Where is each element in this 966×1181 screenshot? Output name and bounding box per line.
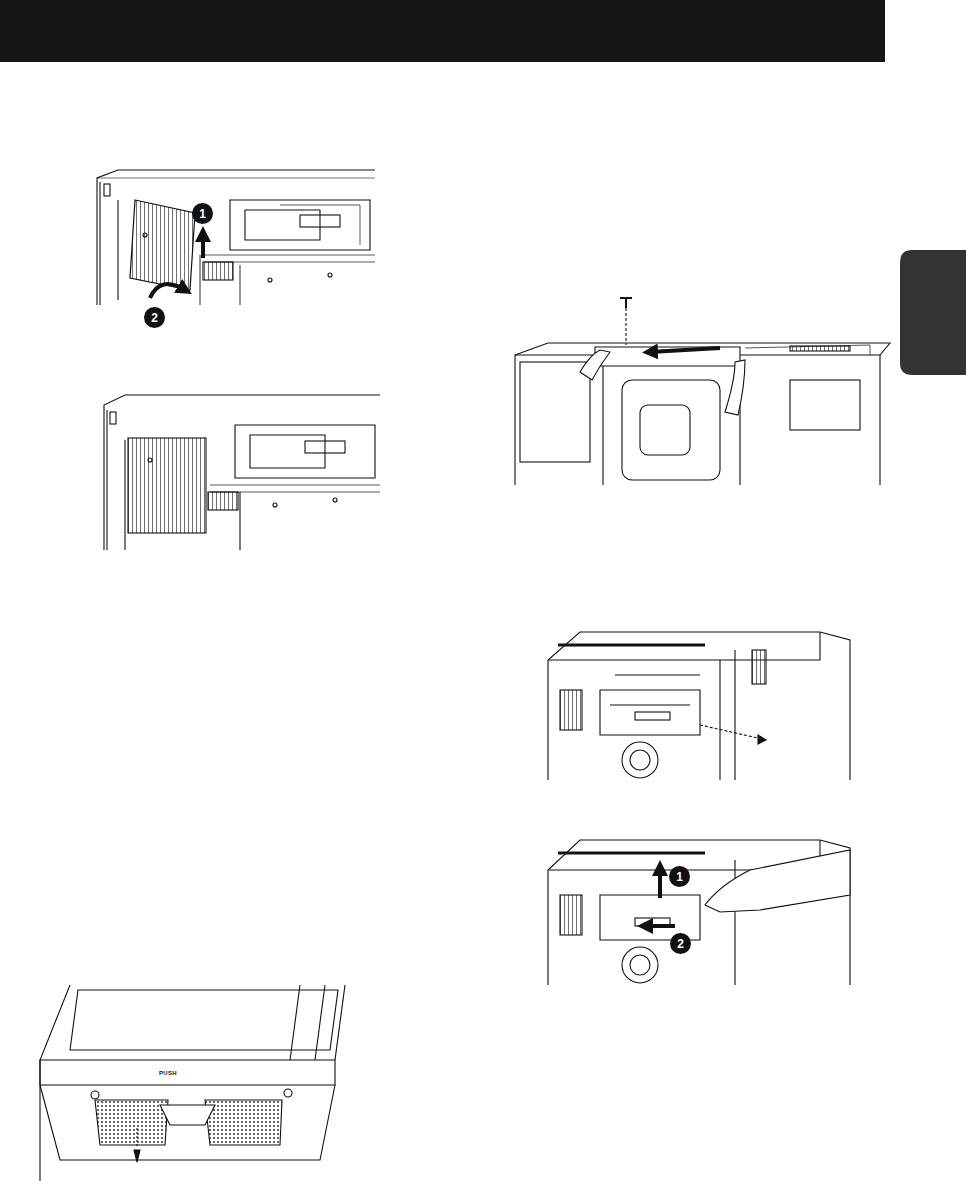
callout-number: 2: [144, 307, 165, 328]
vent-installed-figure: [104, 395, 380, 550]
vent-removal-figure: [97, 170, 375, 305]
panel-release-figure: [548, 840, 850, 985]
bottom-view-figure: [40, 985, 345, 1181]
header-bar: [0, 0, 885, 62]
callout-number: 1: [192, 203, 213, 224]
callout-number: 1: [669, 866, 690, 887]
side-panel-figure: [548, 632, 850, 780]
side-tab: [900, 250, 966, 375]
grille-removal-figure: [515, 298, 890, 485]
callout-number: 2: [670, 933, 691, 954]
button-label: PUSH: [158, 1070, 178, 1076]
